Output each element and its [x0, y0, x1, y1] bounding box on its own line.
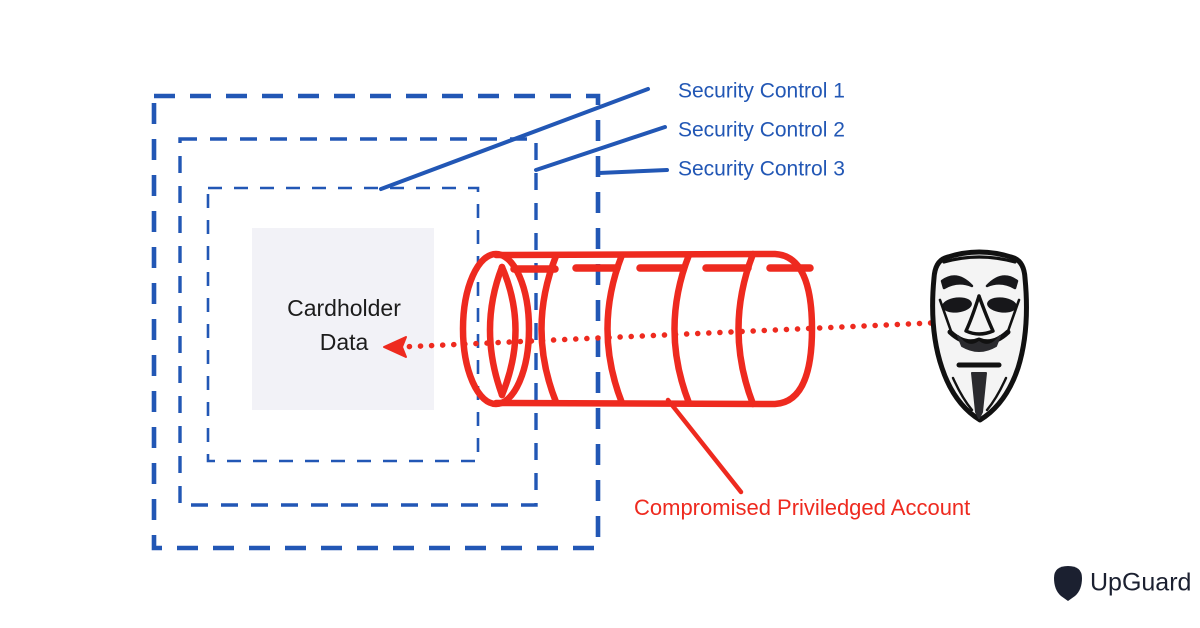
- tunnel-ring-1: [538, 252, 560, 406]
- tunnel-ring-4: [735, 250, 757, 408]
- leader-line-control-3: [597, 168, 669, 175]
- tunnel-ring-2: [604, 251, 626, 407]
- anonymous-mask-icon: [930, 249, 1029, 423]
- cardholder-data-label-line1: Cardholder: [287, 295, 401, 321]
- tunnel-body-outline: [492, 250, 816, 408]
- leader-line-control-2: [534, 125, 667, 172]
- mask-eyebrow-left: [940, 275, 974, 290]
- mask-chin-line-right: [985, 376, 1008, 412]
- brand-name: UpGuard: [1090, 569, 1191, 597]
- tunnel-ring-3: [671, 251, 693, 407]
- security-control-2-label: Security Control 2: [678, 119, 845, 142]
- mask-goatee: [971, 372, 987, 419]
- compromised-account-tunnel: [459, 250, 816, 408]
- leader-line-control-1: [379, 87, 650, 191]
- mask-eye-right: [987, 297, 1017, 313]
- security-perimeter-outer: [151, 93, 601, 551]
- security-control-3-label: Security Control 3: [678, 158, 845, 181]
- mask-nose: [964, 294, 995, 336]
- leader-line-compromised-account: [665, 397, 744, 495]
- tunnel-top-dashes: [510, 264, 814, 273]
- tunnel-mouth-inner-bore: [486, 263, 506, 399]
- attack-path-arrowhead: [383, 336, 407, 358]
- security-perimeter-middle: [178, 137, 538, 507]
- mask-eye-left: [942, 297, 972, 313]
- mask-face-outline: [930, 249, 1029, 423]
- mask-moustache: [957, 335, 1001, 352]
- cardholder-data-box: [252, 228, 434, 410]
- cardholder-data-label-line2: Data: [320, 329, 369, 355]
- attack-path-dotted-line: [397, 318, 978, 350]
- tunnel-mouth-inner-bore-back: [498, 263, 519, 399]
- security-control-1-label: Security Control 1: [678, 80, 845, 103]
- security-perimeter-inner: [206, 186, 480, 463]
- compromised-account-label: Compromised Priviledged Account: [634, 495, 970, 520]
- mask-chin-line-left: [951, 376, 974, 412]
- tunnel-mouth-outer-rim: [459, 250, 533, 408]
- mask-forehead-crease: [942, 255, 1017, 264]
- mask-eyebrow-right: [985, 275, 1019, 290]
- upguard-shield-icon: [1054, 566, 1082, 601]
